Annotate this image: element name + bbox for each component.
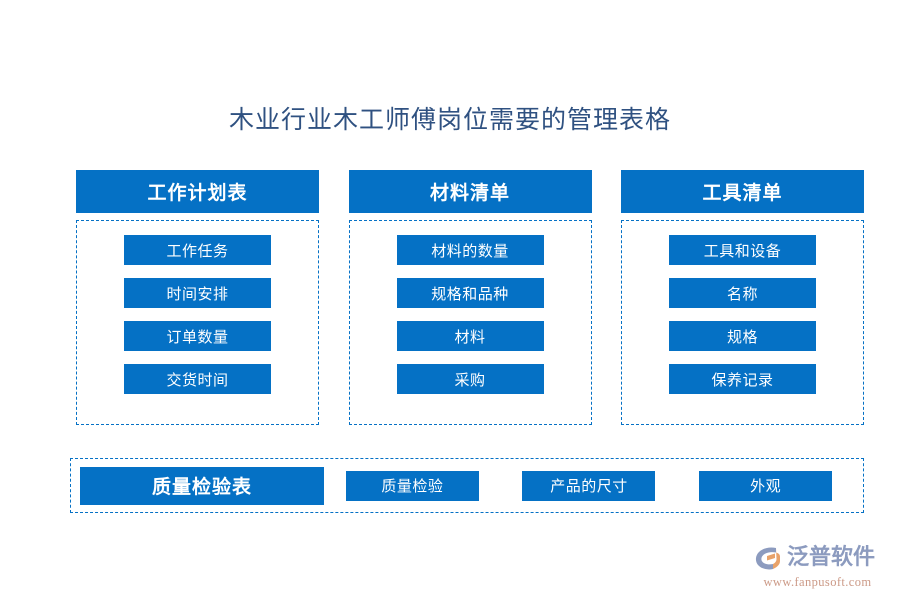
column-header-tool-list[interactable]: 工具清单 [621,170,864,213]
column-body-material-list: 材料的数量 规格和品种 材料 采购 [348,220,592,425]
column-material-list: 材料清单 材料的数量 规格和品种 材料 采购 [348,170,592,425]
list-item[interactable]: 材料 [396,321,544,351]
list-item[interactable]: 质量检验 [345,470,479,501]
column-tool-list: 工具清单 工具和设备 名称 规格 保养记录 [621,170,864,425]
bottom-row-header[interactable]: 质量检验表 [80,466,324,505]
list-item[interactable]: 材料的数量 [396,235,544,265]
bottom-row-items: 质量检验 产品的尺寸 外观 [324,470,854,501]
list-item[interactable]: 规格 [669,321,816,351]
column-work-plan: 工作计划表 工作任务 时间安排 订单数量 交货时间 [76,170,319,425]
page-title: 木业行业木工师傅岗位需要的管理表格 [228,105,671,134]
list-item[interactable]: 产品的尺寸 [522,470,656,501]
list-item[interactable]: 时间安排 [124,278,271,308]
logo-top: 泛普软件 [753,543,875,573]
brand-logo: 泛普软件 www.fanpusoft.com [753,543,878,590]
list-item[interactable]: 外观 [699,470,833,501]
fanpu-logo-icon [753,543,783,573]
list-item[interactable]: 规格和品种 [396,278,544,308]
bottom-row-quality-inspection: 质量检验表 质量检验 产品的尺寸 外观 [70,458,864,513]
list-item[interactable]: 工作任务 [124,235,271,265]
column-header-work-plan[interactable]: 工作计划表 [76,170,319,213]
list-item[interactable]: 名称 [669,278,816,308]
column-body-work-plan: 工作任务 时间安排 订单数量 交货时间 [76,220,319,425]
list-item[interactable]: 交货时间 [124,364,271,394]
list-item[interactable]: 工具和设备 [669,235,816,265]
logo-name: 泛普软件 [787,545,876,570]
columns-container: 工作计划表 工作任务 时间安排 订单数量 交货时间 材料清单 材料的数量 规格和… [76,170,864,425]
list-item[interactable]: 订单数量 [124,321,271,351]
column-header-material-list[interactable]: 材料清单 [348,170,592,213]
logo-url: www.fanpusoft.com [763,575,872,589]
list-item[interactable]: 采购 [396,364,544,394]
column-body-tool-list: 工具和设备 名称 规格 保养记录 [621,220,864,425]
list-item[interactable]: 保养记录 [669,364,816,394]
